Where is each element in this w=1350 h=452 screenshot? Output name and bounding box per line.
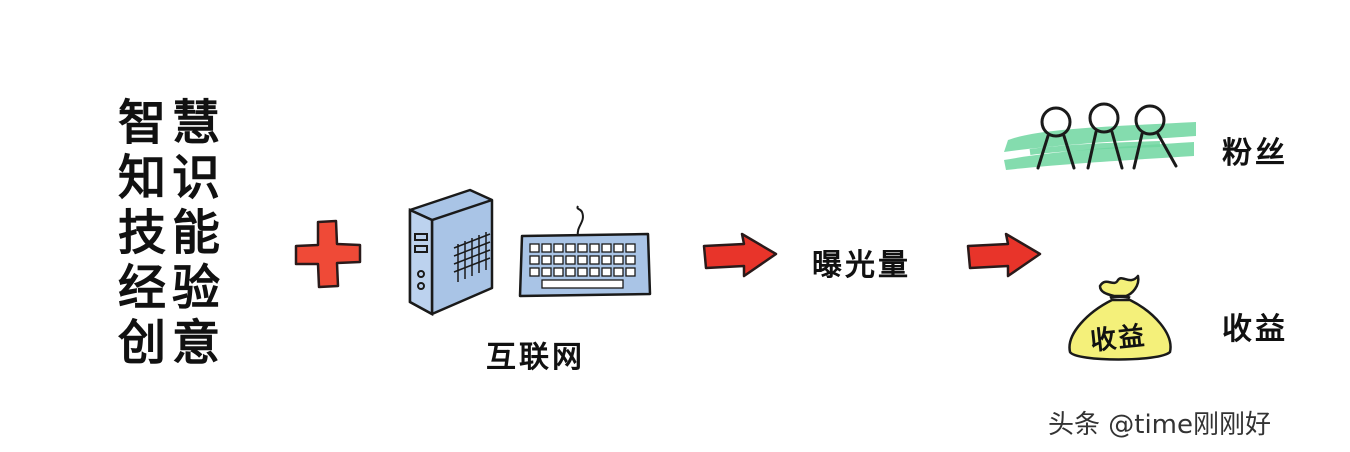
keyboard-icon <box>518 205 652 298</box>
money-bag-icon <box>1068 274 1172 361</box>
arrow-right-icon <box>702 232 778 278</box>
arrow-right-icon <box>966 232 1042 278</box>
computer-tower-icon <box>408 188 494 317</box>
word-knowledge: 知识 <box>118 150 227 206</box>
income-label: 收益 <box>1222 312 1288 347</box>
left-word-column: 智慧 知识 技能 经验 创意 <box>118 96 238 371</box>
fans-label: 粉丝 <box>1222 136 1288 171</box>
word-creativity: 创意 <box>118 315 227 371</box>
word-skills: 技能 <box>118 205 227 261</box>
fans-people-icon <box>1004 102 1196 170</box>
internet-label: 互联网 <box>486 340 585 375</box>
word-wisdom: 智慧 <box>118 95 227 151</box>
word-experience: 经验 <box>118 260 227 316</box>
money-bag-text: 收益 <box>1088 321 1148 357</box>
watermark-text: 头条 @time刚刚好 <box>1048 410 1272 440</box>
exposure-label: 曝光量 <box>812 248 911 283</box>
plus-icon <box>294 219 362 289</box>
